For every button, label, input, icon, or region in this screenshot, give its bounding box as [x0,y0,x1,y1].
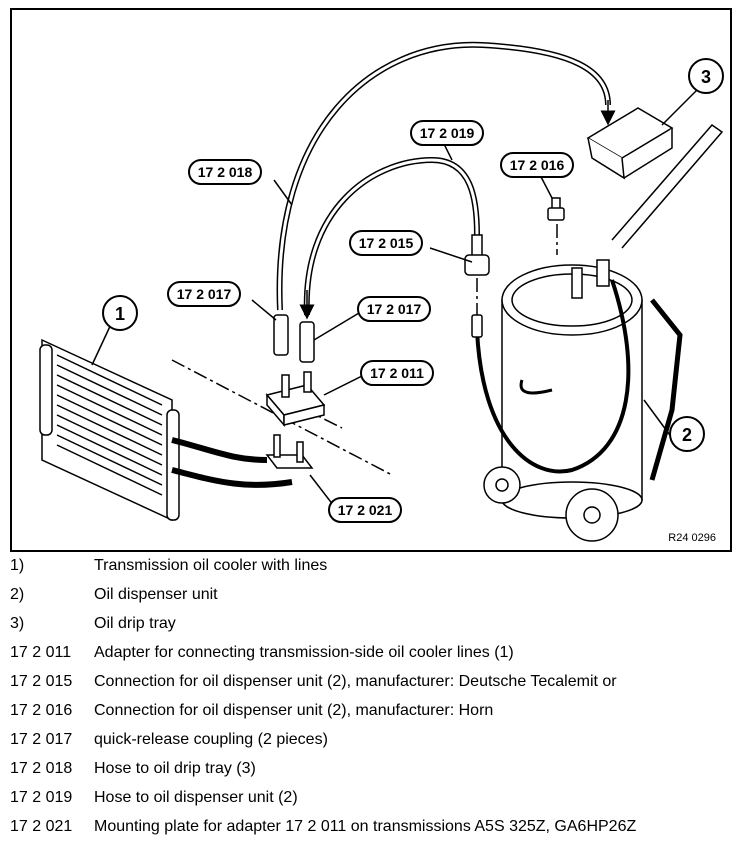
callout-3: 3 [688,58,724,94]
connection-016-shape [547,197,565,221]
legend-text: Oil dispenser unit [94,586,218,603]
legend-text: Hose to oil drip tray (3) [94,760,256,777]
legend-row: 17 2 019 Hose to oil dispenser unit (2) [0,788,742,817]
drip-tray [586,107,674,180]
legend-row: 17 2 021 Mounting plate for adapter 17 2… [0,817,742,846]
label-17-2-015: 17 2 015 [349,230,423,256]
legend-text: Connection for oil dispenser unit (2), m… [94,673,617,690]
oil-dispenser-unit [471,123,724,542]
legend-key: 17 2 017 [10,731,73,748]
diagram-drawing: 1 2 3 17 2 018 17 2 019 17 2 016 17 2 01… [39,41,724,542]
label-17-2-021: 17 2 021 [328,497,402,523]
svg-text:17 2 019: 17 2 019 [420,125,475,141]
legend-key: 17 2 015 [10,673,73,690]
label-17-2-017-right: 17 2 017 [357,296,431,322]
legend-key: 17 2 016 [10,702,73,719]
drawing-id: R24 0296 [668,532,716,544]
callout-1: 1 [102,295,138,331]
oil-cooler [39,338,293,522]
svg-text:17 2 017: 17 2 017 [177,286,232,302]
legend-key: 17 2 021 [10,818,73,835]
legend-row: 17 2 016 Connection for oil dispenser un… [0,701,742,730]
legend-key: 3) [10,615,25,632]
svg-text:17 2 015: 17 2 015 [359,235,414,251]
legend-key: 2) [10,586,25,603]
label-17-2-019: 17 2 019 [410,120,484,146]
connection-015-shape [464,234,490,276]
svg-text:17 2 018: 17 2 018 [198,164,253,180]
couplings-shape [273,314,315,363]
legend-row: 3) Oil drip tray [0,614,742,643]
label-17-2-018: 17 2 018 [188,159,262,185]
legend-text: Transmission oil cooler with lines [94,557,328,574]
svg-text:17 2 021: 17 2 021 [338,502,393,518]
svg-text:17 2 016: 17 2 016 [510,157,565,173]
svg-text:3: 3 [701,67,711,87]
svg-text:17 2 011: 17 2 011 [370,365,424,381]
legend-row: 1) Transmission oil cooler with lines [0,556,742,585]
label-17-2-016: 17 2 016 [500,152,574,178]
legend-row: 17 2 015 Connection for oil dispenser un… [0,672,742,701]
adapter-shape [265,371,326,428]
legend-key: 17 2 019 [10,789,73,806]
legend-text: quick-release coupling (2 pieces) [94,731,328,748]
svg-text:1: 1 [115,304,125,324]
legend-key: 17 2 018 [10,760,73,777]
label-17-2-011: 17 2 011 [360,360,434,386]
mounting-plate-shape [265,434,314,469]
callout-2: 2 [669,416,705,452]
svg-text:2: 2 [682,425,692,445]
legend-text: Connection for oil dispenser unit (2), m… [94,702,494,719]
label-17-2-017-left: 17 2 017 [167,281,241,307]
legend-row: 2) Oil dispenser unit [0,585,742,614]
legend-row: 17 2 018 Hose to oil drip tray (3) [0,759,742,788]
legend-row: 17 2 017 quick-release coupling (2 piece… [0,730,742,759]
legend-key: 17 2 011 [10,644,72,661]
legend-text: Adapter for connecting transmission-side… [94,644,514,661]
svg-text:17 2 017: 17 2 017 [367,301,422,317]
diagram-figure: 1 2 3 17 2 018 17 2 019 17 2 016 17 2 01… [10,8,732,552]
center-lines [171,224,558,476]
legend-text: Mounting plate for adapter 17 2 011 on t… [94,818,637,835]
legend-key: 1) [10,557,25,574]
legend-text: Hose to oil dispenser unit (2) [94,789,298,806]
legend-text: Oil drip tray [94,615,176,632]
legend-row: 17 2 011 Adapter for connecting transmis… [0,643,742,672]
